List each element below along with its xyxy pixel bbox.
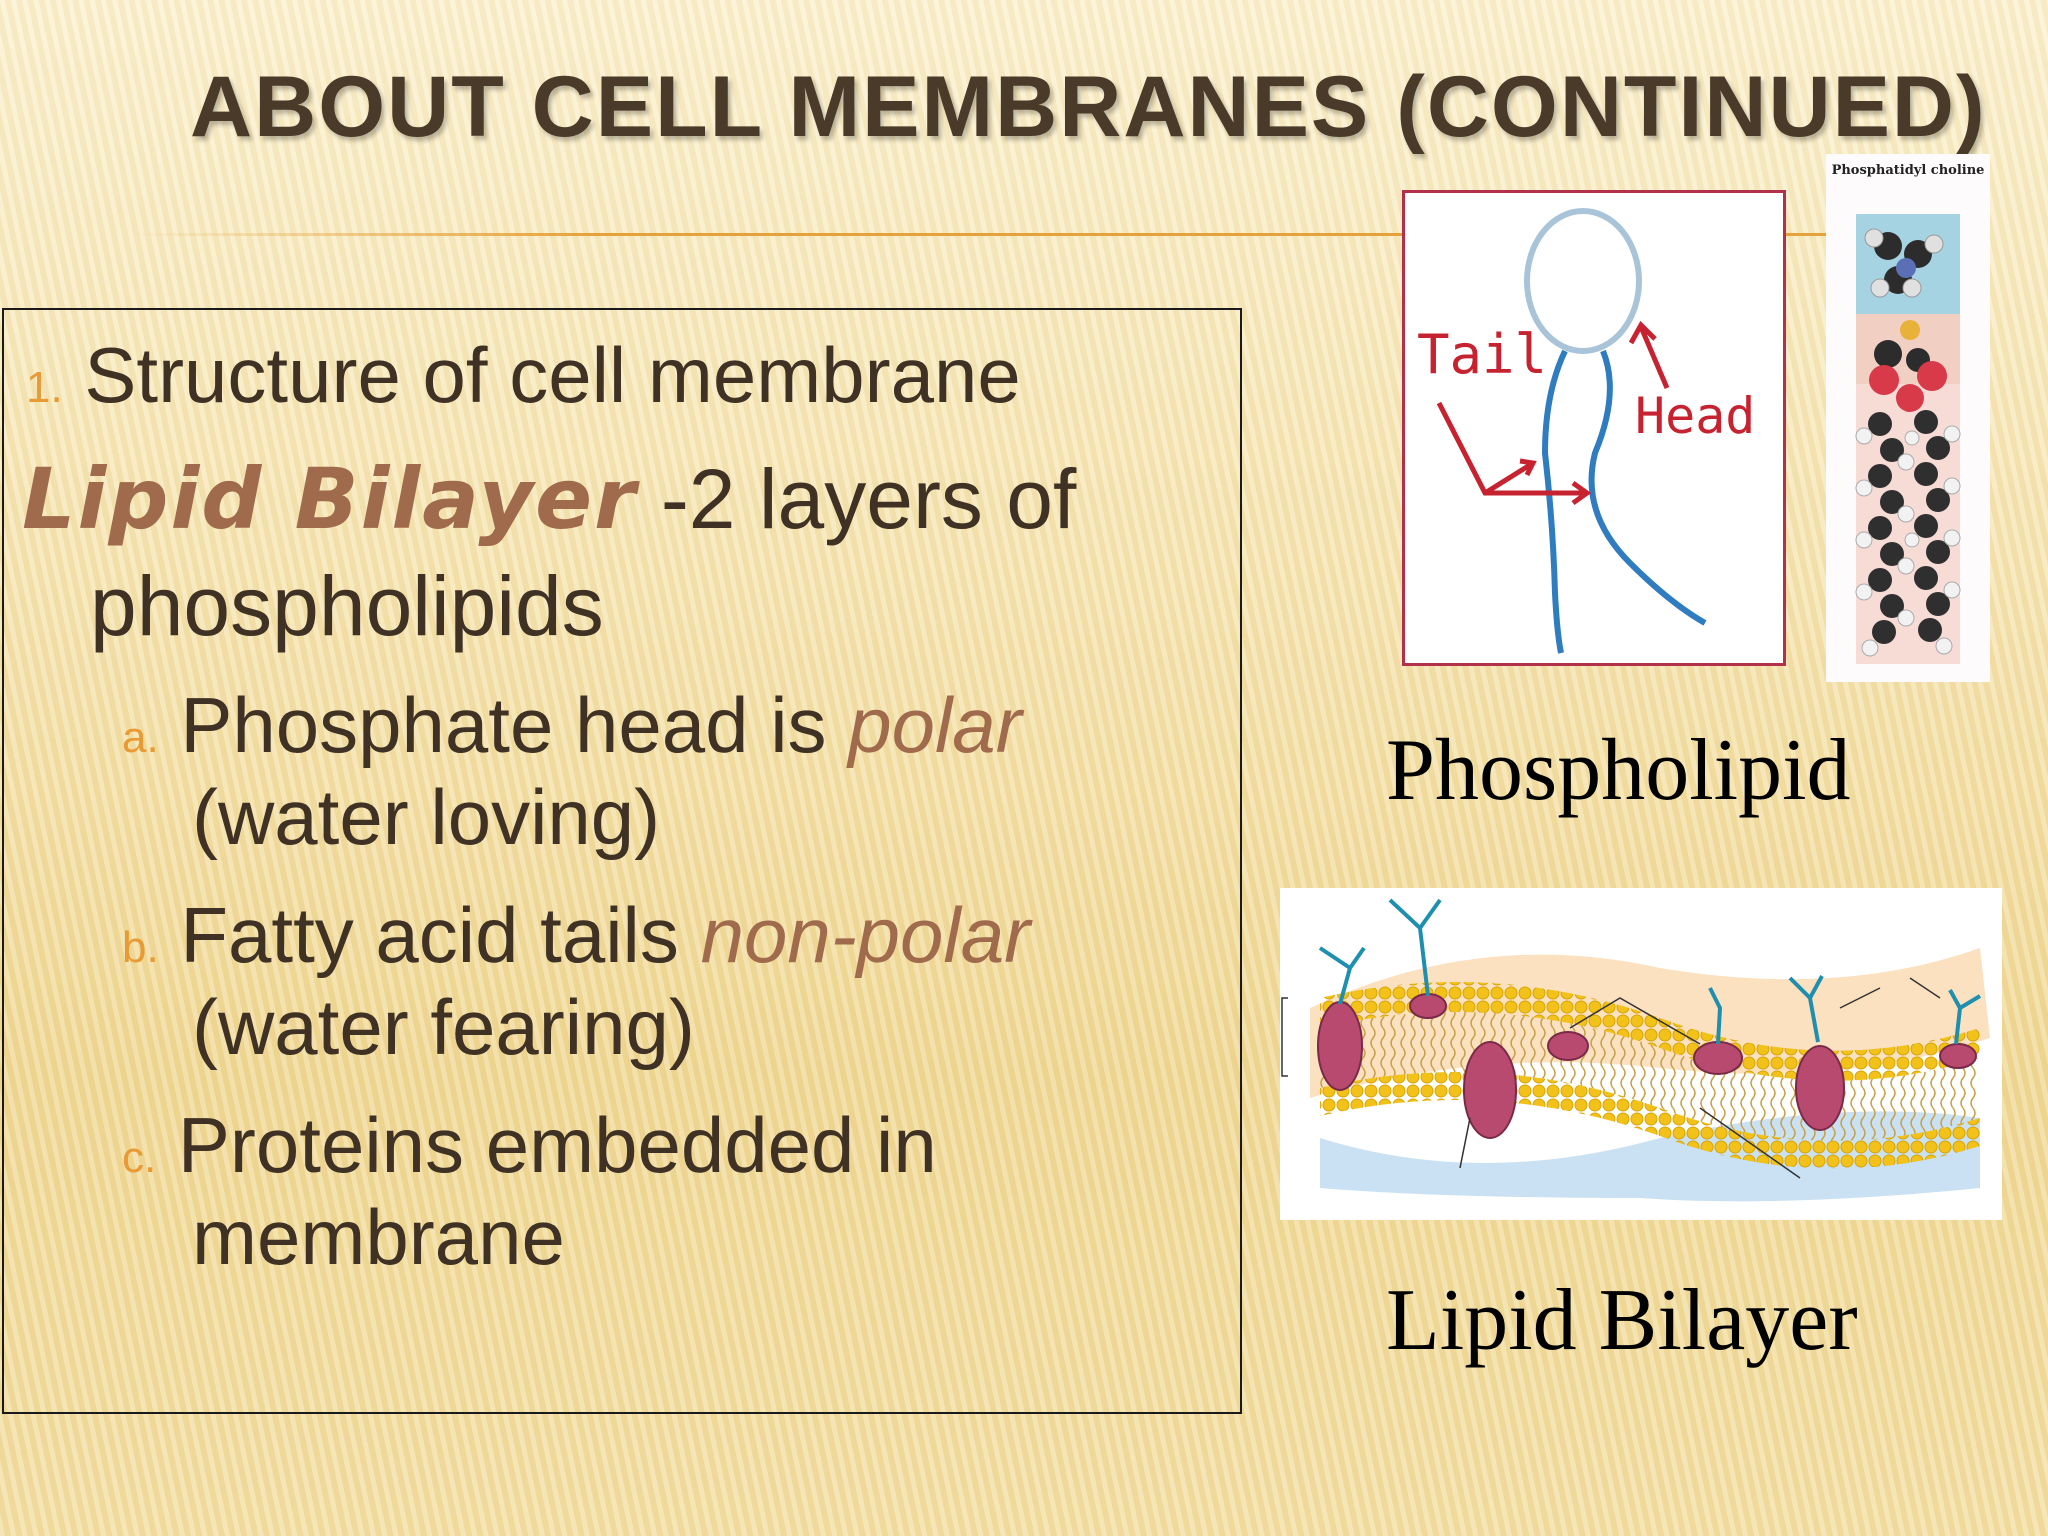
lipid-bilayer-svg	[1281, 898, 1990, 1202]
item-c-continuation: membrane	[192, 1193, 565, 1281]
phospholipid-sketch-svg: Tail Head	[1417, 208, 1755, 654]
item-b-continuation: (water fearing)	[192, 983, 695, 1071]
phosphatidylcholine-svg: Phosphatidyl choline	[1832, 163, 1985, 664]
lipid-bilayer-caption: Lipid Bilayer	[1386, 1272, 1858, 1369]
content-box	[2, 308, 1242, 1414]
item-c: c. Proteins embedded in	[122, 1100, 937, 1191]
title-divider	[130, 233, 1970, 236]
item-c-letter: c.	[122, 1133, 157, 1182]
item-b-letter: b.	[122, 923, 159, 972]
item-a-letter: a.	[122, 713, 159, 762]
item-b-text: Fatty acid tails	[180, 891, 701, 979]
lipid-bilayer-illustration	[1280, 888, 2002, 1220]
item-1-number: 1.	[26, 363, 63, 412]
tail-label: Tail	[1417, 323, 1547, 386]
item-a: a. Phosphate head is polar	[122, 680, 1022, 771]
item-a-text: Phosphate head is	[180, 681, 849, 769]
lipid-bilayer-definition: -2 layers of	[637, 452, 1077, 546]
item-b: b. Fatty acid tails non-polar	[122, 890, 1030, 981]
phospholipid-caption: Phospholipid	[1386, 722, 1851, 819]
item-b-emphasis: non-polar	[700, 891, 1031, 979]
lipid-bilayer-term: Lipid Bilayer	[22, 450, 638, 548]
head-label: Head	[1635, 387, 1755, 445]
phosphatidylcholine-model: Phosphatidyl choline	[1826, 154, 1990, 682]
item-1: 1. Structure of cell membrane	[26, 330, 1021, 421]
slide-title: About Cell Membranes (continued)	[190, 59, 1987, 155]
phospholipid-sketch: Tail Head	[1402, 190, 1786, 666]
phosphatidylcholine-label: Phosphatidyl choline	[1832, 163, 1985, 178]
item-c-text: Proteins embedded in	[177, 1101, 937, 1189]
item-1-text: Structure of cell membrane	[84, 331, 1021, 419]
lipid-bilayer-line: Lipid Bilayer -2 layers of	[22, 450, 1076, 548]
lipid-bilayer-continuation: phospholipids	[90, 559, 604, 653]
item-a-emphasis: polar	[848, 681, 1022, 769]
item-a-continuation: (water loving)	[192, 773, 661, 861]
